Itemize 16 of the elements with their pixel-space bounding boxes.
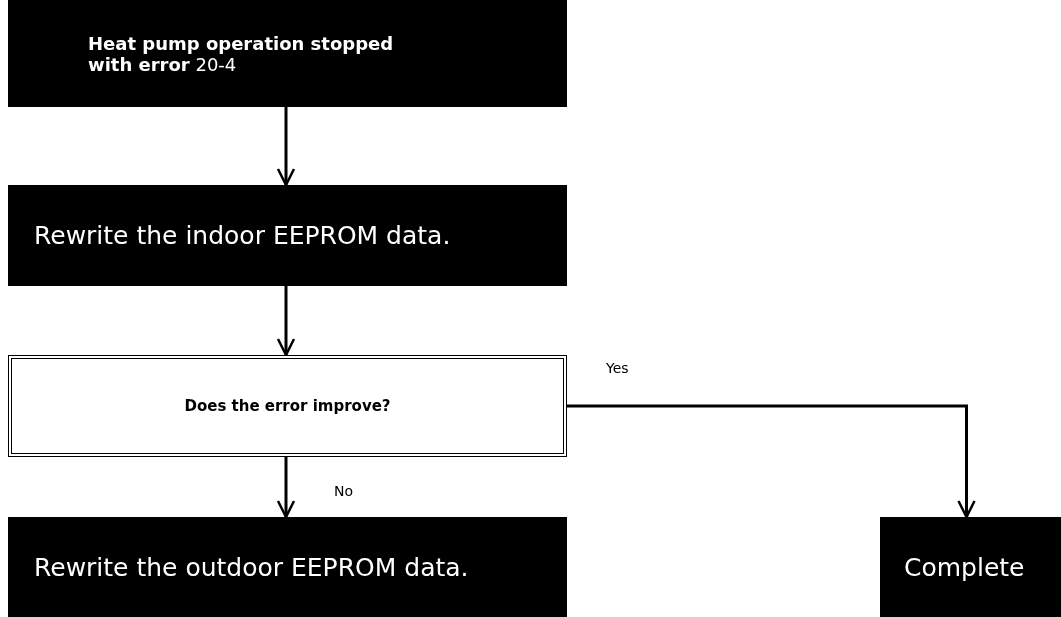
node-text: Does the error improve? [184,397,391,415]
process-box [8,185,567,286]
node-text: Complete [904,552,1025,582]
arrow [567,404,976,519]
node-text: Rewrite the indoor EEPROM data. [34,221,451,250]
edge-label: Yes [604,360,631,376]
arrow [276,107,296,187]
node-text: Rewrite the outdoor EEPROM data. [34,552,469,582]
arrow [276,457,296,519]
process-box [880,517,1061,617]
arrow [276,286,296,357]
node-text: Heat pump operation stopped with error 20-4 [88,32,395,75]
process-box [8,0,567,107]
edge-label: No [332,483,356,499]
process-box [8,517,567,617]
decision-box [8,355,567,457]
